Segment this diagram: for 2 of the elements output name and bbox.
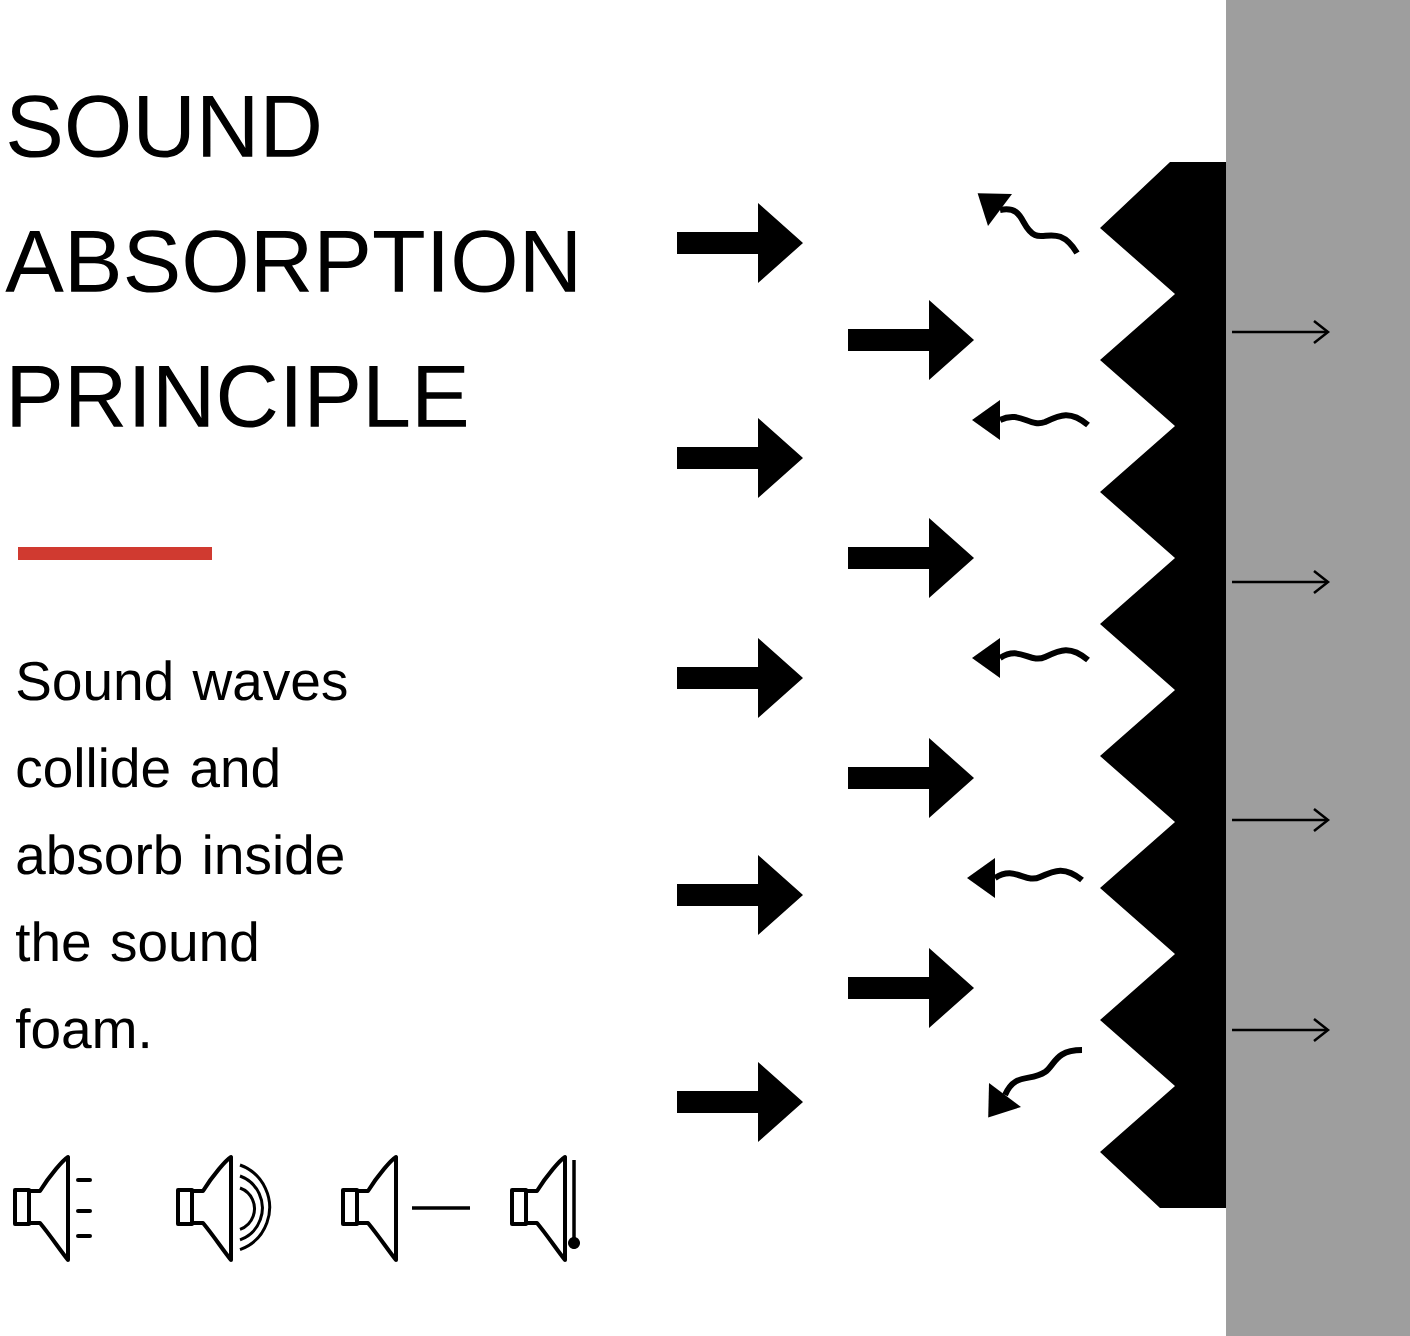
title: SOUND ABSORPTION PRINCIPLE: [5, 95, 576, 428]
description-text: Sound waves collide and absorb inside the sound foam.: [16, 660, 347, 1049]
